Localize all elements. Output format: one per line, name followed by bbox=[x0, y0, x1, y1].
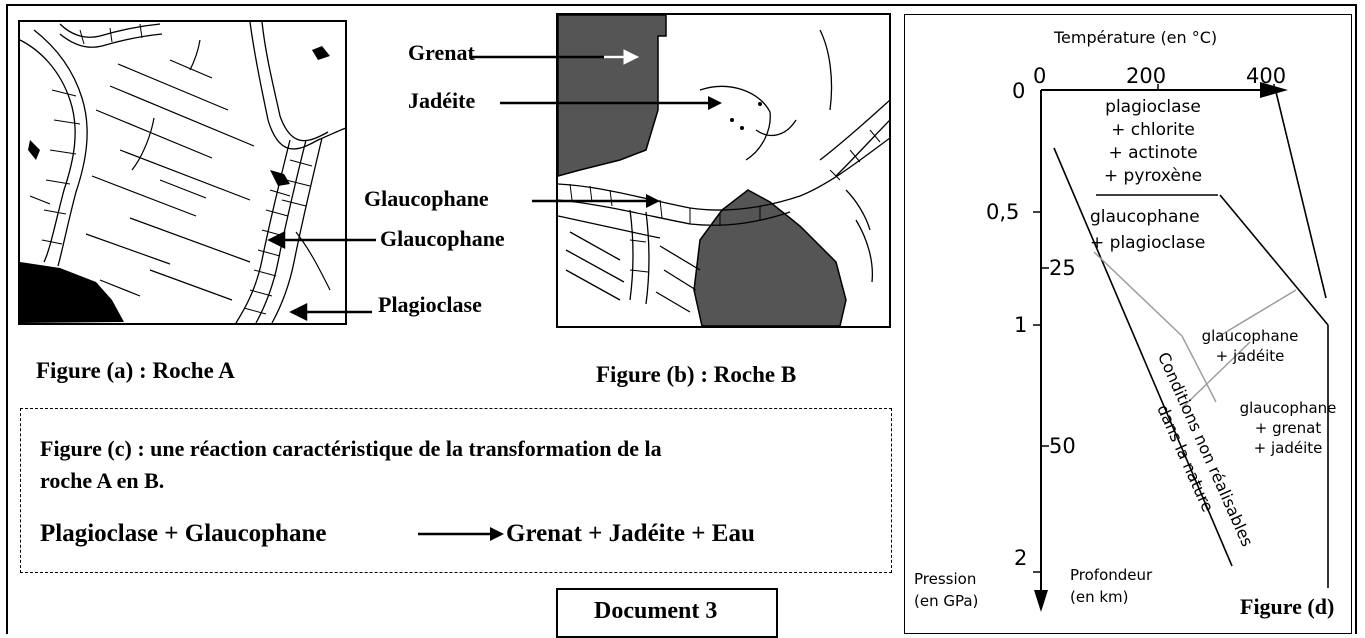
boundary-top-right bbox=[1276, 92, 1326, 298]
x-tick-400: 400 bbox=[1246, 64, 1286, 88]
zone-4-line: + jadéite bbox=[1232, 438, 1344, 458]
pressure-tick-0-5: 0,5 bbox=[986, 200, 1019, 224]
x-tick-0: 0 bbox=[1033, 64, 1046, 88]
zone-glaucophane-plagioclase-label: glaucophane + plagioclase bbox=[1090, 204, 1230, 256]
pressure-axis-title-2: (en GPa) bbox=[914, 592, 978, 610]
pressure-axis-arrow bbox=[1034, 590, 1048, 612]
zone-4-line: + grenat bbox=[1232, 418, 1344, 438]
zone-2-line: glaucophane bbox=[1090, 204, 1230, 230]
zone-plagioclase-label: plagioclase + chlorite + actinote + pyro… bbox=[1098, 96, 1208, 188]
temperature-axis-title: Température (en °C) bbox=[1054, 28, 1217, 47]
pressure-axis-title-1: Pression bbox=[914, 570, 976, 588]
zone-3-line: + jadéite bbox=[1190, 346, 1310, 366]
depth-tick-50: 50 bbox=[1049, 434, 1076, 458]
zone-1-line: + pyroxène bbox=[1098, 165, 1208, 188]
zone-glaucophane-jadeite-label: glaucophane + jadéite bbox=[1190, 326, 1310, 366]
zone-3-line: glaucophane bbox=[1190, 326, 1310, 346]
zone-2-line: + plagioclase bbox=[1090, 230, 1230, 256]
boundary-glaucophane bbox=[1220, 195, 1328, 325]
zone-4-line: glaucophane bbox=[1232, 398, 1344, 418]
zone-glaucophane-grenat-jadeite-label: glaucophane + grenat + jadéite bbox=[1232, 398, 1344, 458]
zone-1-line: + chlorite bbox=[1098, 119, 1208, 142]
zone-1-line: plagioclase bbox=[1098, 96, 1208, 119]
zone-1-line: + actinote bbox=[1098, 142, 1208, 165]
caption-figure-d: Figure (d) bbox=[1240, 594, 1334, 620]
pressure-tick-0: 0 bbox=[1012, 79, 1025, 103]
pressure-tick-1: 1 bbox=[1014, 313, 1027, 337]
x-tick-200: 200 bbox=[1126, 64, 1166, 88]
depth-tick-25: 25 bbox=[1049, 256, 1076, 280]
depth-axis-title-2: (en km) bbox=[1070, 588, 1129, 606]
depth-axis-title-1: Profondeur bbox=[1070, 566, 1152, 584]
pressure-tick-2: 2 bbox=[1014, 546, 1027, 570]
boundary-plagioclase-out bbox=[1094, 252, 1182, 336]
